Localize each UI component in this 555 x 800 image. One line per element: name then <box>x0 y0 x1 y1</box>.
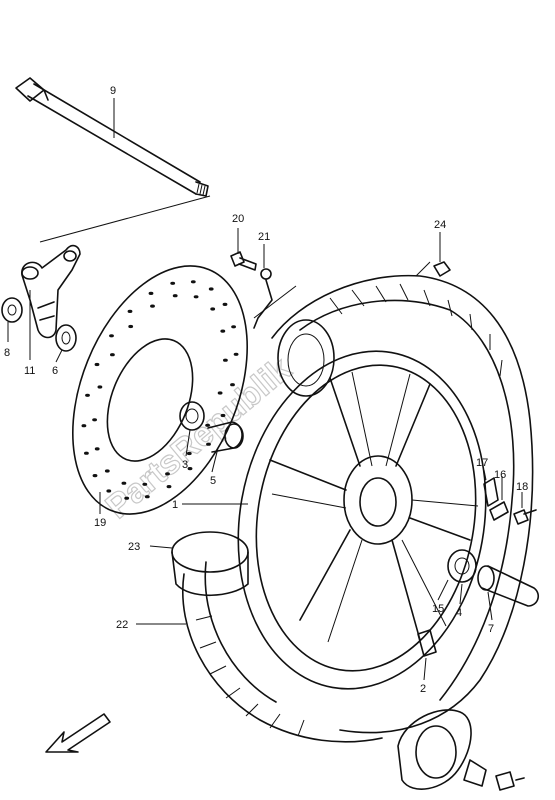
callout-8: 8 <box>4 347 10 359</box>
watermark: PartsRepublik <box>99 350 299 526</box>
part-axle <box>15 77 209 197</box>
disc-hole <box>205 423 211 427</box>
disc-hole <box>92 418 97 422</box>
disc-hole <box>121 481 127 485</box>
disc-hole <box>190 280 196 284</box>
disc-hole <box>94 362 100 367</box>
part-bearing-right <box>417 549 540 657</box>
callout-4: 4 <box>456 607 462 619</box>
callout-1: 1 <box>172 499 178 511</box>
callout-7: 7 <box>488 623 494 635</box>
disc-hole <box>186 451 192 456</box>
disc-hole <box>208 287 214 291</box>
disc-hole <box>233 352 239 356</box>
disc-hole <box>223 358 228 362</box>
disc-hole <box>210 307 216 311</box>
disc-hole <box>150 304 155 308</box>
disc-hole <box>109 334 114 338</box>
disc-hole <box>128 324 134 329</box>
callout-19: 19 <box>94 517 106 529</box>
disc-hole <box>206 442 211 446</box>
disc-hole <box>106 489 112 493</box>
disc-hole <box>165 472 170 476</box>
callout-18: 18 <box>516 481 528 493</box>
disc-hole <box>142 482 148 486</box>
disc-hole <box>104 469 110 473</box>
part-wheel-rim <box>237 350 487 690</box>
disc-hole <box>222 302 228 306</box>
disc-hole <box>172 294 178 298</box>
disc-hole <box>187 467 193 471</box>
part-speedometer-drive <box>483 477 537 525</box>
callout-22: 22 <box>116 619 128 631</box>
callout-11: 11 <box>24 365 35 377</box>
disc-hole <box>148 291 154 295</box>
disc-hole <box>230 383 235 387</box>
part-bearing-left <box>179 401 244 453</box>
part-tire <box>182 274 534 743</box>
callout-5: 5 <box>210 475 216 487</box>
disc-hole <box>85 393 90 397</box>
callout-17: 17 <box>476 457 488 469</box>
leader-lines <box>7 98 523 681</box>
callout-9: 9 <box>110 85 116 97</box>
callout-labels: 9 8 11 6 20 21 24 3 5 1 19 23 22 17 16 1… <box>4 85 528 695</box>
disc-hole <box>220 413 226 418</box>
disc-hole <box>220 329 226 333</box>
disc-hole <box>97 385 103 389</box>
callout-24: 24 <box>434 219 446 231</box>
callout-16: 16 <box>494 469 506 481</box>
callout-15: 15 <box>432 603 444 615</box>
part-brake-disc <box>72 265 248 515</box>
callout-2: 2 <box>420 683 426 695</box>
part-hub-assembly <box>397 709 525 791</box>
front-direction-arrow-icon <box>45 713 111 753</box>
callout-21: 21 <box>258 231 270 243</box>
disc-hole <box>170 281 176 285</box>
disc-hole <box>110 353 115 357</box>
callout-6: 6 <box>52 365 58 377</box>
disc-hole <box>92 474 98 478</box>
disc-hole <box>166 485 172 489</box>
disc-hole <box>193 295 199 299</box>
callout-23: 23 <box>128 541 140 553</box>
disc-hole <box>127 309 133 313</box>
callout-3: 3 <box>182 459 188 471</box>
callout-20: 20 <box>232 213 244 225</box>
disc-hole <box>144 495 150 499</box>
disc-hole <box>94 447 100 451</box>
disc-hole <box>124 496 130 500</box>
disc-hole <box>81 424 87 428</box>
disc-hole <box>217 391 223 395</box>
part-axle-holder <box>1 244 81 352</box>
disc-hole <box>84 451 89 455</box>
disc-hole <box>231 325 237 329</box>
part-rim-tape <box>171 531 249 597</box>
